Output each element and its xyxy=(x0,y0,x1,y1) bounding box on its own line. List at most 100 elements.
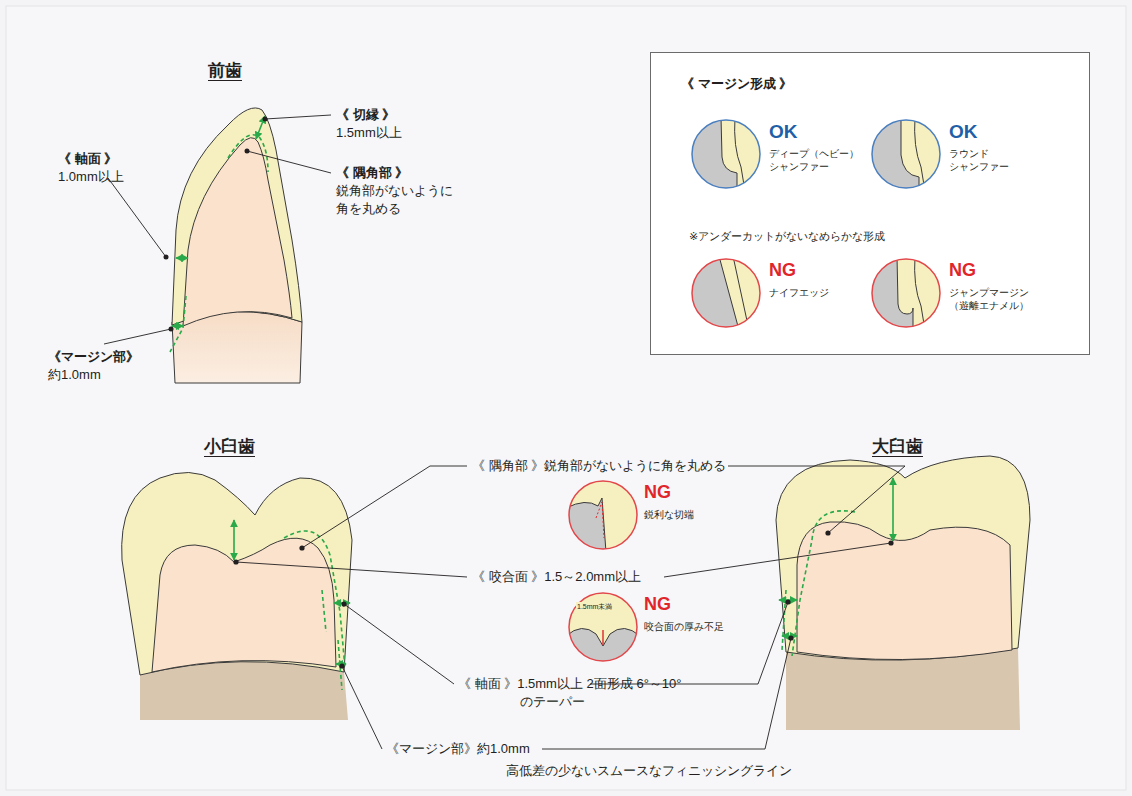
thickness-mark xyxy=(602,630,603,645)
illustration-part xyxy=(236,562,467,577)
illustration-part xyxy=(172,325,183,327)
note: 鋭角部がないように 角を丸める xyxy=(336,182,468,218)
view-title: 小臼歯 xyxy=(204,438,255,456)
dots xyxy=(233,530,893,668)
illustration-part xyxy=(228,135,268,172)
node-text: ジャンプマージン （遊離エナメル） xyxy=(949,286,1049,312)
view-title: 大臼歯 xyxy=(872,438,923,456)
illustration-part xyxy=(302,466,467,548)
node-text: 1.5mm未満 xyxy=(576,602,613,611)
crown-outline xyxy=(915,256,925,330)
dimension: 1.0mm以上 xyxy=(58,168,124,186)
illustration-part xyxy=(788,635,793,640)
illustration-part xyxy=(170,296,186,352)
leader-lines xyxy=(236,466,905,749)
margin-icon xyxy=(689,256,763,330)
margin-example: OK ラウンド シャンファー xyxy=(869,117,1055,197)
node-text: NG xyxy=(644,594,671,615)
callout-text: 《 咬合面 》1.5～2.0mm以上 xyxy=(472,568,641,586)
tooth-section xyxy=(869,256,913,330)
note: 高低差の少ないスムースなフィニッシングライン xyxy=(506,762,792,780)
icon-ring xyxy=(872,259,940,327)
node-text: 鋭利な切端 xyxy=(644,508,694,521)
icon-ring xyxy=(569,481,637,549)
panel-heading: 《 マージン形成 》 xyxy=(681,75,792,93)
illustration-part xyxy=(341,601,346,606)
part-name: 《マージン部》 xyxy=(48,348,139,366)
premolar xyxy=(122,472,352,720)
molar xyxy=(776,456,1030,730)
margin-icon xyxy=(689,117,763,191)
illustration-part xyxy=(728,466,905,533)
illustration-part xyxy=(233,520,235,560)
margin-icon xyxy=(566,478,640,552)
dimension: 1.5mm以上 xyxy=(336,124,402,142)
ng-example: 1.5mm未満NG咬合面の厚み不足 xyxy=(566,590,736,664)
illustration-part xyxy=(888,540,893,545)
illustration-part xyxy=(825,530,830,535)
icon-ring xyxy=(692,259,760,327)
illustration-part xyxy=(176,257,188,259)
illustration-part xyxy=(542,638,791,749)
illustration-part xyxy=(797,522,1012,660)
margin-example: OKディープ（ヘビー） シャンファー xyxy=(689,117,875,197)
node-text: NG xyxy=(949,260,976,281)
crown-outline xyxy=(915,117,925,191)
illustration-part xyxy=(344,604,454,684)
ground xyxy=(6,6,1126,790)
node-text: OK xyxy=(769,121,798,143)
illustration-part xyxy=(284,531,345,668)
illustration-part xyxy=(164,255,169,260)
crown-outline xyxy=(735,117,745,191)
illustration-part xyxy=(108,178,166,257)
molar-guides xyxy=(779,478,893,656)
margin-example: NG ジャンプマージン （遊離エナメル） xyxy=(869,256,1055,336)
illustration-part xyxy=(322,590,326,632)
crown xyxy=(172,108,302,325)
part-name: 《 切縁 》 xyxy=(336,106,395,124)
dots xyxy=(164,117,268,332)
illustration-part xyxy=(169,327,174,332)
tooth-section xyxy=(566,628,640,664)
part-name: 《 隅角部 》 xyxy=(336,164,408,182)
illustration-part xyxy=(339,663,344,668)
node-text: ナイフエッジ xyxy=(769,286,869,299)
dimension: 約1.0mm xyxy=(48,366,101,384)
margin-icon xyxy=(869,117,943,191)
illustration-part xyxy=(792,511,855,656)
illustration-part xyxy=(342,666,382,749)
view-title: 前歯 xyxy=(208,62,242,80)
illustration-part xyxy=(140,662,348,720)
prep xyxy=(183,138,292,326)
crown-outline xyxy=(733,256,749,330)
ng-example: NG鋭利な切端 xyxy=(566,478,726,552)
illustration-part xyxy=(265,115,331,119)
illustration-part xyxy=(245,149,250,154)
illustration-part xyxy=(782,590,786,650)
tooth-section xyxy=(689,256,739,330)
illustration-part xyxy=(247,151,331,173)
margin-example: NGナイフエッジ xyxy=(689,256,875,336)
illustration-part xyxy=(233,559,238,564)
callout-text: 《 軸面 》1.5mm以上 2面形成 6°～10°のテーパー xyxy=(458,675,685,711)
front-tooth xyxy=(172,108,302,383)
tooth-section xyxy=(689,117,737,191)
node-text: ※アンダーカットがないなめらかな形成 xyxy=(689,229,885,244)
illustration-part xyxy=(152,538,336,672)
node-text: ラウンド シャンファー xyxy=(949,147,1049,173)
premolar-guides xyxy=(234,520,350,690)
icon-ring xyxy=(569,593,637,661)
tooth-section xyxy=(869,117,919,191)
front-guides xyxy=(170,116,268,352)
illustration-part xyxy=(785,599,790,604)
callout-text: 《 隅角部 》鋭角部がないように角を丸める xyxy=(472,457,726,475)
icon-ring xyxy=(872,120,940,188)
illustration-part xyxy=(263,117,268,122)
illustration-part xyxy=(892,478,894,541)
margin-icon xyxy=(869,256,943,330)
illustration-part xyxy=(104,329,171,344)
node-text: OK xyxy=(949,121,978,143)
icon-ring xyxy=(692,120,760,188)
callout-text: 《マージン部》約1.0mm xyxy=(386,740,530,758)
